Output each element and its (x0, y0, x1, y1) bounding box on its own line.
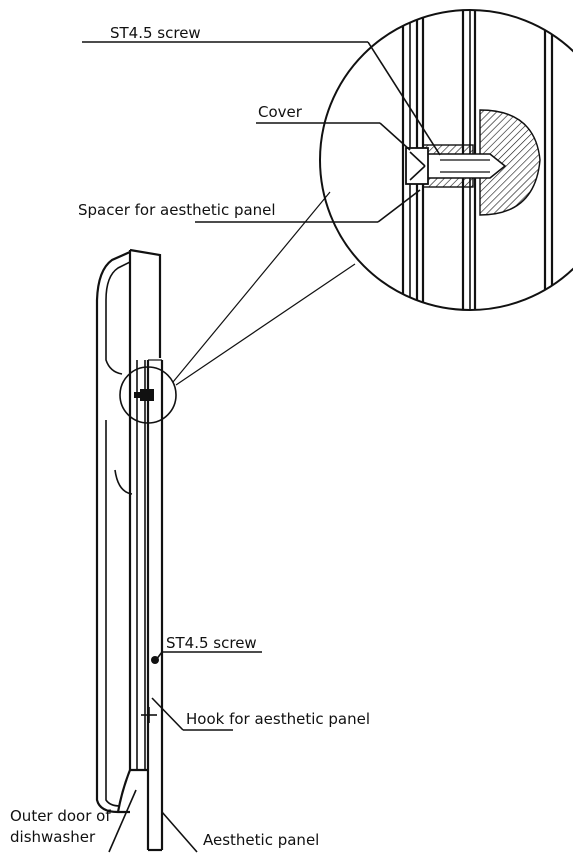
label-top-screw: ST4.5 screw (110, 24, 201, 42)
screw-cover (405, 147, 429, 185)
magnified-detail-content (401, 10, 554, 310)
outer-door-leader (108, 789, 137, 853)
control-panel-top (129, 248, 162, 358)
label-bottom-screw: ST4.5 screw (166, 634, 257, 652)
door-outer-shell (95, 250, 131, 814)
label-hook: Hook for aesthetic panel (186, 710, 370, 728)
label-aesthetic-panel: Aesthetic panel (203, 831, 319, 849)
detail-circle (119, 366, 177, 424)
door-elevation (95, 248, 177, 852)
label-spacer: Spacer for aesthetic panel (78, 201, 276, 219)
magnified-detail (319, 9, 573, 311)
small-screw (140, 389, 154, 401)
label-outer-door-line2: dishwasher (10, 828, 96, 846)
zoom-connector-upper (172, 191, 331, 383)
magnified-circle (319, 9, 573, 311)
screw-boss (479, 109, 541, 216)
screw-shank (422, 153, 507, 179)
zoom-connector-lower (175, 263, 356, 386)
label-cover: Cover (258, 103, 303, 121)
aesthetic-panel-leader (161, 811, 198, 853)
label-outer-door-line1: Outer door of (10, 807, 111, 825)
